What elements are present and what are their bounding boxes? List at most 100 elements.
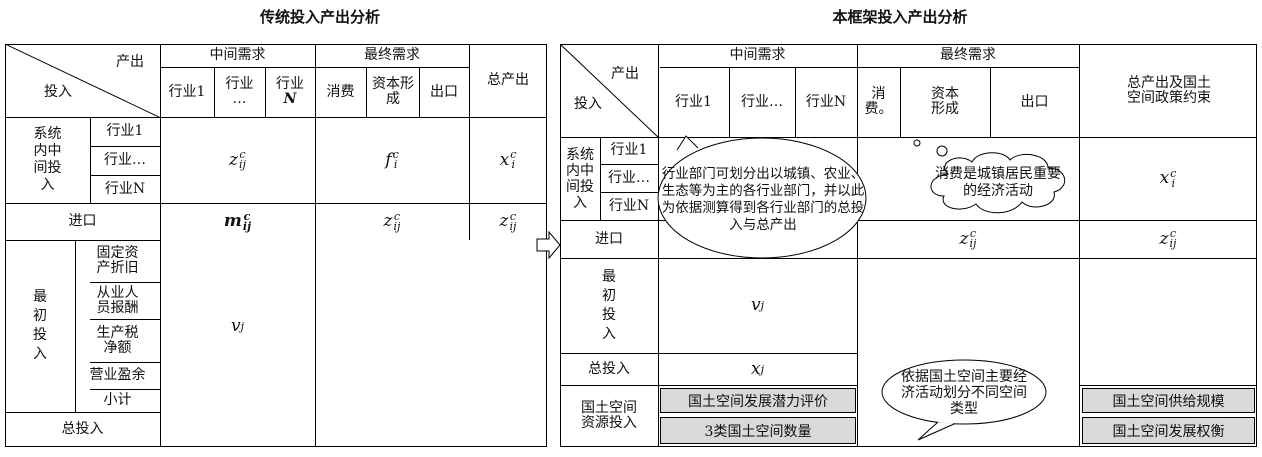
right-col-export: 出口 bbox=[1020, 93, 1049, 110]
right-x-sub: i bbox=[1171, 176, 1176, 190]
right-zt-sub: ij bbox=[1169, 237, 1177, 250]
left-col-ind1: 行业1 bbox=[168, 83, 206, 100]
left-zt-sym: z bbox=[499, 211, 509, 231]
left-x-sub: i bbox=[511, 158, 516, 171]
left-title: 传统投入产出分析 bbox=[259, 8, 380, 26]
left-total-input: 总投入 bbox=[61, 421, 104, 437]
left-m-sym: m bbox=[223, 211, 242, 231]
left-primary-input: 最初投入 bbox=[33, 289, 47, 362]
left-col-export: 出口 bbox=[430, 83, 458, 100]
left-v-sym: v bbox=[230, 315, 241, 336]
left-zi-sym: z bbox=[383, 211, 393, 231]
right-supply-scale: 国土空间供给规模 bbox=[1082, 388, 1255, 413]
right-corner-input: 投入 bbox=[574, 95, 602, 112]
left-row-inddots: 行业… bbox=[104, 152, 146, 168]
right-corner-output: 产出 bbox=[611, 65, 639, 82]
right-xj-sym: x bbox=[750, 358, 761, 379]
left-zt-sub: ij bbox=[509, 219, 517, 233]
left-col-inddots: 行业… bbox=[214, 67, 265, 117]
right-potential-evaluation: 国土空间发展潜力评价 bbox=[660, 388, 856, 413]
left-m-sup: c bbox=[243, 209, 251, 223]
left-col-capital: 资本形成 bbox=[372, 76, 414, 107]
right-col-capital: 资本形成 bbox=[931, 86, 959, 117]
left-z-sup: c bbox=[239, 148, 246, 161]
right-title: 本框架投入产出分析 bbox=[832, 8, 968, 26]
left-v-sub: j bbox=[240, 319, 245, 333]
left-corner-diagonal bbox=[5, 44, 161, 118]
left-production-tax: 生产税净额 bbox=[96, 324, 139, 356]
left-col-indN-b: N bbox=[283, 91, 297, 107]
right-zt-sup: c bbox=[1169, 227, 1177, 240]
left-col-inddots-a: 行业 bbox=[225, 76, 254, 92]
left-system-intermediate-input: 系统内中间投入 bbox=[33, 126, 62, 193]
left-employee-compensation: 从业人员报酬 bbox=[96, 284, 139, 316]
right-corner-diagonal bbox=[560, 44, 659, 138]
left-import: 进口 bbox=[68, 213, 97, 229]
right-row-ind1: 行业1 bbox=[610, 142, 648, 158]
sectors-bubble-text: 行业部门可划分出以城镇、农业、生态等为主的各行业部门，并以此为依据测算得到各行业… bbox=[661, 166, 865, 233]
left-col-consume: 消费 bbox=[326, 83, 355, 100]
right-zi-sym: z bbox=[959, 228, 969, 249]
right-system-intermediate-input: 系统内中间投入 bbox=[566, 146, 594, 211]
right-arrow-icon bbox=[536, 230, 561, 260]
left-f-sub: i bbox=[393, 158, 398, 171]
left-z-sym: z bbox=[229, 149, 239, 170]
right-zi-sub: ij bbox=[969, 237, 977, 250]
right-zt-sym: z bbox=[1159, 228, 1169, 249]
left-row-indN: 行业N bbox=[104, 180, 146, 197]
right-table bbox=[560, 44, 1257, 447]
left-final-demand: 最终需求 bbox=[364, 47, 420, 63]
left-x-sup: c bbox=[510, 148, 517, 161]
left-zi-sub: ij bbox=[393, 219, 401, 233]
left-z-sub: ij bbox=[239, 158, 246, 171]
left-f-sup: c bbox=[392, 148, 399, 161]
left-zi-sup: c bbox=[393, 209, 401, 223]
right-col-inddots: 行业… bbox=[741, 93, 783, 110]
right-primary-input: 最初投入 bbox=[602, 268, 616, 342]
left-zt-sup: c bbox=[509, 209, 517, 223]
left-subtotal: 小计 bbox=[103, 392, 132, 408]
right-xj-sub: j bbox=[760, 362, 764, 376]
left-corner-input: 投入 bbox=[44, 83, 72, 100]
right-zi-sup: c bbox=[969, 227, 977, 240]
right-land-3types: 3类国土空间数量 bbox=[660, 417, 856, 444]
right-land-resource-input: 国土空间资源投入 bbox=[581, 400, 637, 431]
right-col-indN: 行业N bbox=[805, 93, 847, 110]
consume-bubble-text: 消费是城镇居民重要的经济活动 bbox=[935, 166, 1061, 199]
right-total-output-constraint: 总产出及国土空间政策约束 bbox=[1127, 74, 1211, 106]
left-operating-surplus: 营业盈余 bbox=[89, 367, 146, 383]
right-v-sub: j bbox=[760, 299, 765, 312]
right-x-sym: x bbox=[1159, 168, 1170, 188]
left-total-output: 总产出 bbox=[487, 72, 529, 88]
left-row-ind1: 行业1 bbox=[106, 123, 144, 139]
right-v-sym: v bbox=[750, 295, 761, 315]
left-col-indN-a: 行业 bbox=[276, 76, 304, 92]
consume-thought-bubble bbox=[913, 139, 1065, 214]
right-total-input: 总投入 bbox=[588, 360, 630, 377]
sectors-speech-bubble bbox=[657, 135, 867, 259]
right-row-inddots: 行业… bbox=[608, 169, 650, 186]
left-f-sym: f bbox=[385, 149, 392, 170]
right-import: 进口 bbox=[595, 230, 623, 247]
right-col-ind1: 行业1 bbox=[675, 93, 712, 110]
left-fixed-depreciation: 固定资产折旧 bbox=[96, 245, 139, 276]
left-col-inddots-b: … bbox=[232, 91, 247, 107]
left-m-sub: ij bbox=[242, 219, 252, 233]
right-col-consume: 消费。 bbox=[864, 86, 893, 117]
left-intermediate-demand: 中间需求 bbox=[209, 47, 266, 63]
right-intermediate-demand: 中间需求 bbox=[729, 47, 786, 63]
right-x-sup: c bbox=[1170, 166, 1177, 180]
